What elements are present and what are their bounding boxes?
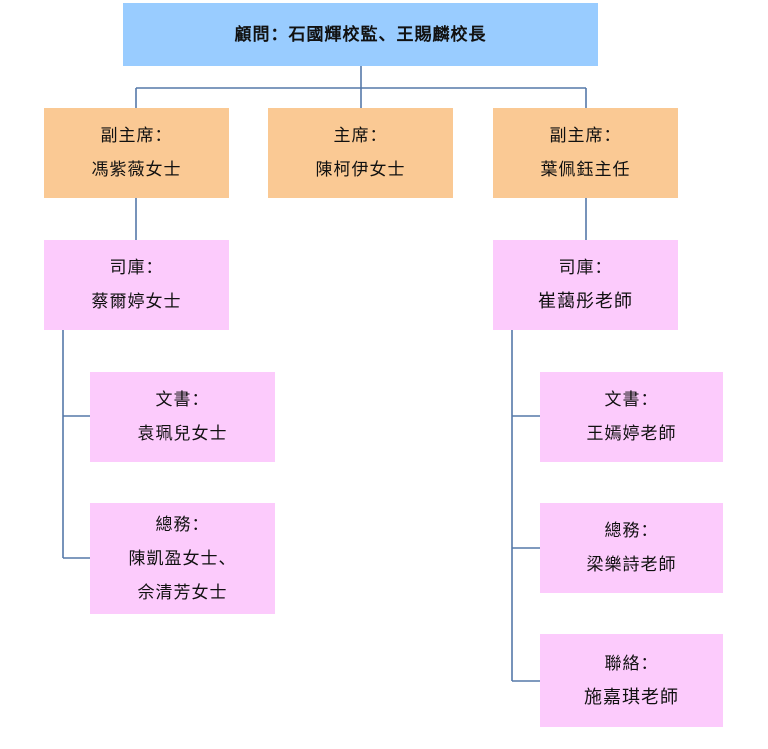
general-affairs-left-role: 總務： (155, 514, 210, 535)
general-affairs-left-name: 陳凱盈女士、 (128, 548, 237, 569)
treasurer-right-box: 司庫： 崔藹彤老師 (493, 240, 678, 330)
vice-chair-right-role: 副主席： (549, 126, 622, 146)
treasurer-left-name: 蔡爾婷女士 (91, 292, 182, 312)
liaison-right-role: 聯絡： (604, 653, 659, 674)
general-affairs-right-box: 總務： 梁樂詩老師 (540, 503, 723, 593)
chair-box: 主席： 陳柯伊女士 (268, 108, 453, 198)
treasurer-right-role: 司庫： (558, 258, 613, 278)
general-affairs-left-name-2: 佘清芳女士 (137, 582, 228, 603)
vice-chair-left-role: 副主席： (100, 126, 173, 146)
general-affairs-right-name: 梁樂詩老師 (586, 555, 677, 575)
general-affairs-right-role: 總務： (604, 521, 659, 541)
liaison-right-box: 聯絡： 施嘉琪老師 (540, 634, 723, 727)
advisor-text: 顧問：石國輝校監、王賜麟校長 (234, 24, 487, 45)
vice-chair-left-name: 馮紫薇女士 (91, 160, 182, 180)
vice-chair-left-box: 副主席： 馮紫薇女士 (44, 108, 229, 198)
secretary-right-box: 文書： 王嫣婷老師 (540, 372, 723, 462)
general-affairs-left-box: 總務： 陳凱盈女士、 佘清芳女士 (90, 503, 275, 614)
treasurer-left-role: 司庫： (109, 258, 164, 278)
treasurer-right-name: 崔藹彤老師 (538, 291, 633, 312)
treasurer-left-box: 司庫： 蔡爾婷女士 (44, 240, 229, 330)
chair-role: 主席： (333, 126, 388, 146)
advisor-box: 顧問：石國輝校監、王賜麟校長 (123, 3, 598, 66)
liaison-right-name: 施嘉琪老師 (584, 686, 679, 708)
secretary-left-box: 文書： 袁珮兒女士 (90, 372, 275, 462)
secretary-right-name: 王嫣婷老師 (586, 424, 677, 444)
secretary-right-role: 文書： (604, 390, 659, 410)
chair-name: 陳柯伊女士 (315, 160, 406, 180)
secretary-left-name: 袁珮兒女士 (137, 424, 228, 444)
secretary-left-role: 文書： (155, 390, 210, 410)
vice-chair-right-name: 葉佩鈺主任 (540, 160, 631, 180)
vice-chair-right-box: 副主席： 葉佩鈺主任 (493, 108, 678, 198)
